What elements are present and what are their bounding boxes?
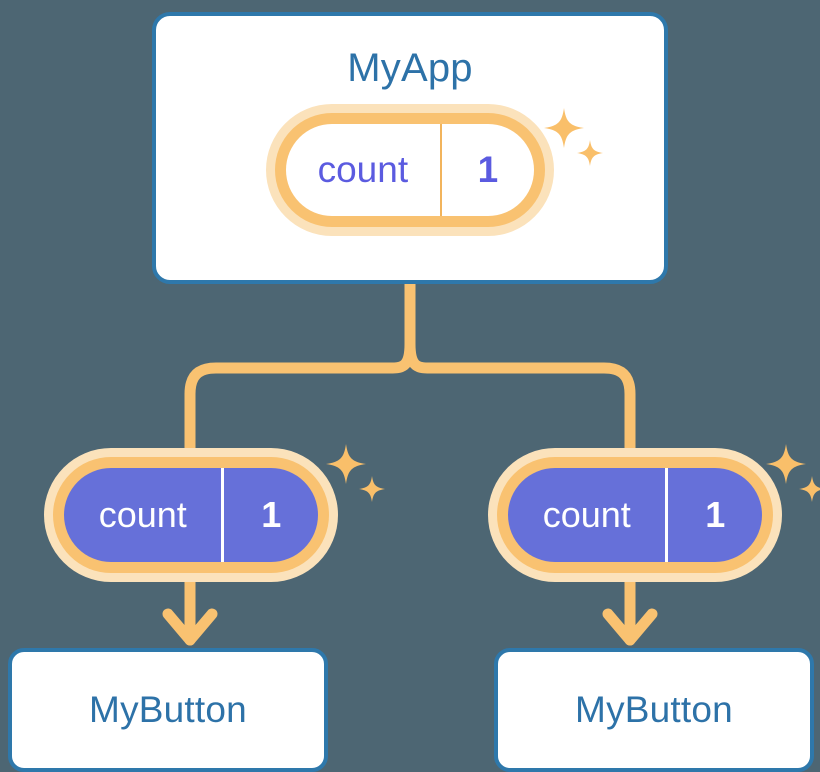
connector-branch-left bbox=[184, 338, 416, 508]
connector-branch-right bbox=[404, 338, 636, 508]
card-myapp-title: MyApp bbox=[347, 46, 473, 90]
arrow-head-right-icon bbox=[602, 608, 658, 646]
state-pill-value: 1 bbox=[439, 124, 534, 216]
card-mybutton-2-title: MyButton bbox=[575, 689, 733, 730]
card-mybutton-1-title: MyButton bbox=[89, 689, 247, 730]
state-pill-child-2[interactable]: count 1 bbox=[488, 448, 782, 582]
state-pill-value: 1 bbox=[221, 468, 318, 562]
card-mybutton-2[interactable]: MyButton bbox=[494, 648, 814, 772]
state-pill-value: 1 bbox=[665, 468, 762, 562]
state-pill-key: count bbox=[542, 494, 631, 535]
state-pill-body: count 1 bbox=[286, 124, 534, 216]
state-pill-key: count bbox=[98, 494, 187, 535]
state-pill-body: count 1 bbox=[508, 468, 762, 562]
arrow-head-left-icon bbox=[162, 608, 218, 646]
state-pill-child-1[interactable]: count 1 bbox=[44, 448, 338, 582]
state-pill-key: count bbox=[317, 149, 409, 190]
state-pill-body: count 1 bbox=[64, 468, 318, 562]
card-mybutton-1[interactable]: MyButton bbox=[8, 648, 328, 772]
state-pill-myapp[interactable]: count 1 bbox=[266, 104, 554, 236]
